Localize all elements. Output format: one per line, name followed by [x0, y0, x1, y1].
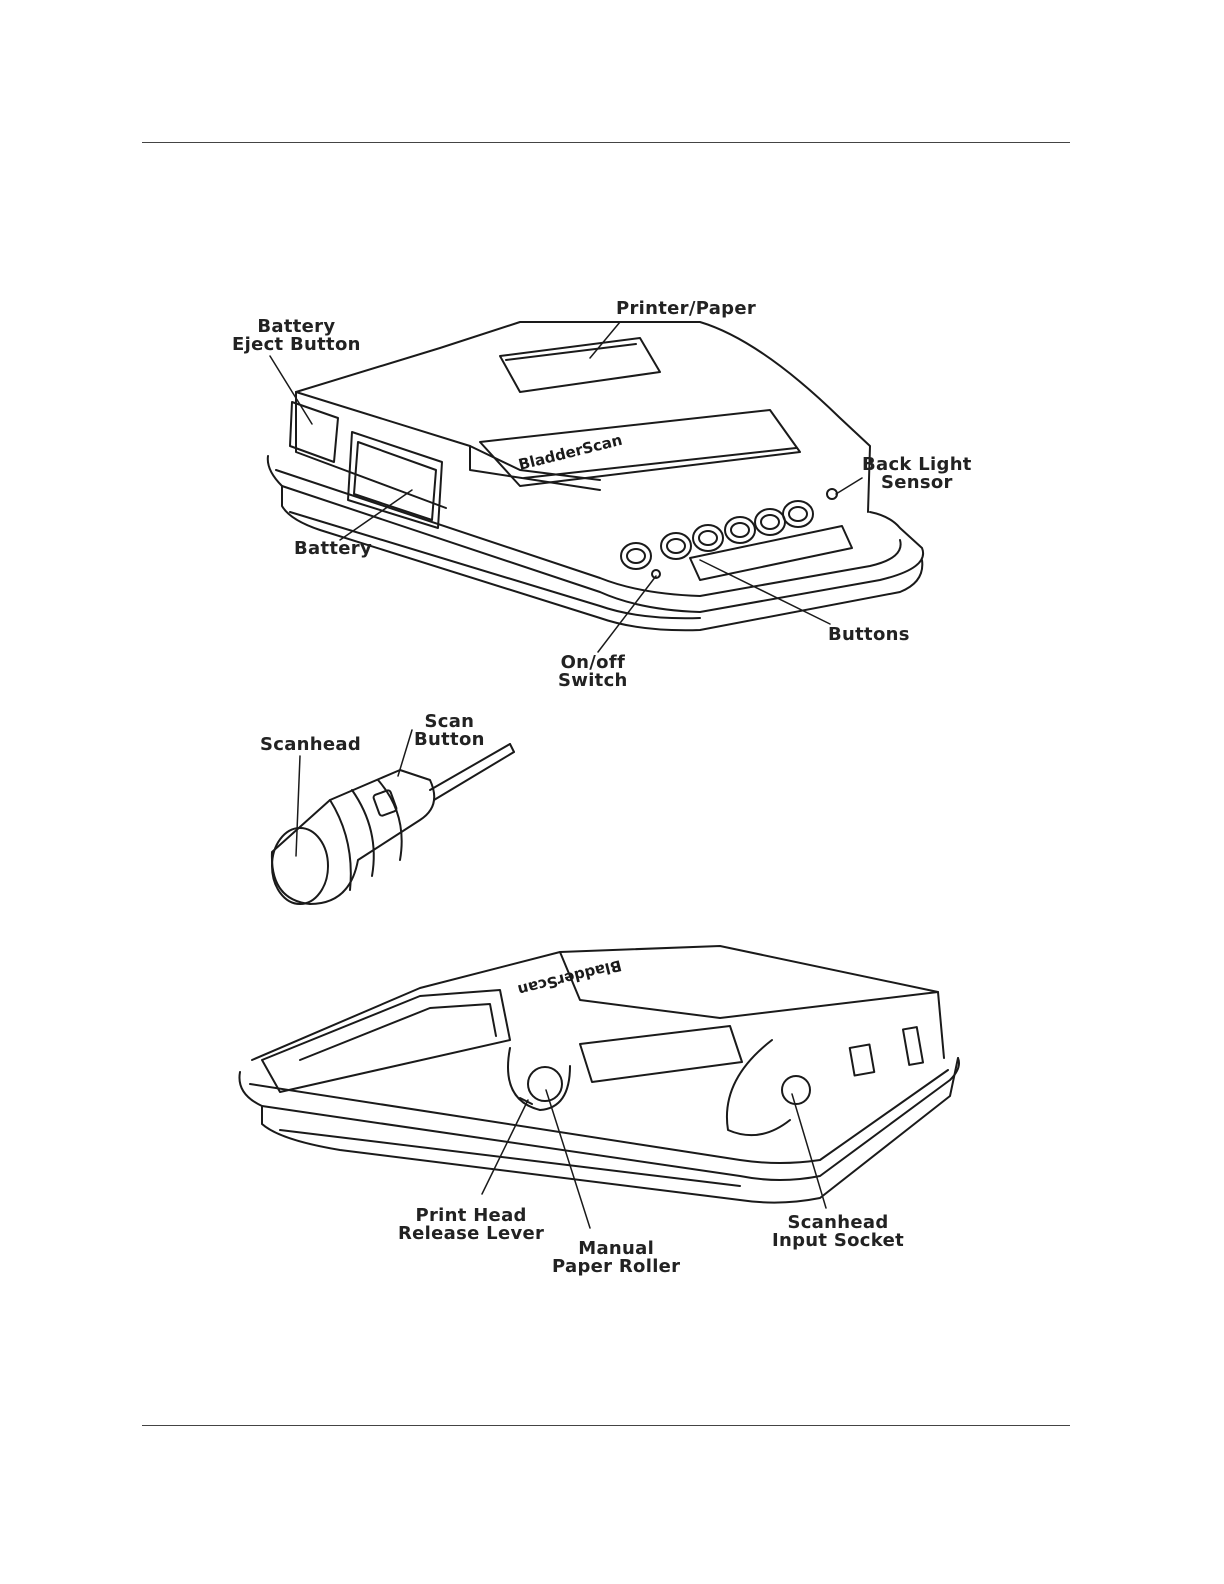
label-battery-eject-button: Battery Eject Button: [232, 318, 361, 354]
label-scan-button: Scan Button: [414, 713, 485, 749]
top-device: [268, 322, 923, 630]
scanhead-probe: [272, 744, 514, 904]
label-onoff-switch: On/off Switch: [558, 654, 628, 690]
label-manual-paper-roller: Manual Paper Roller: [552, 1240, 680, 1276]
brand-logo-bottom: BladderScan: [516, 956, 623, 999]
label-printer-paper: Printer/Paper: [616, 300, 756, 318]
label-buttons: Buttons: [828, 626, 910, 644]
label-print-head-release-lever: Print Head Release Lever: [398, 1207, 544, 1243]
label-scanhead: Scanhead: [260, 736, 361, 754]
top-leader-lines: [270, 322, 862, 652]
label-battery: Battery: [294, 540, 372, 558]
label-scanhead-input-socket: Scanhead Input Socket: [772, 1214, 904, 1250]
label-back-light-sensor: Back Light Sensor: [862, 456, 972, 492]
bottom-device: [239, 946, 959, 1203]
